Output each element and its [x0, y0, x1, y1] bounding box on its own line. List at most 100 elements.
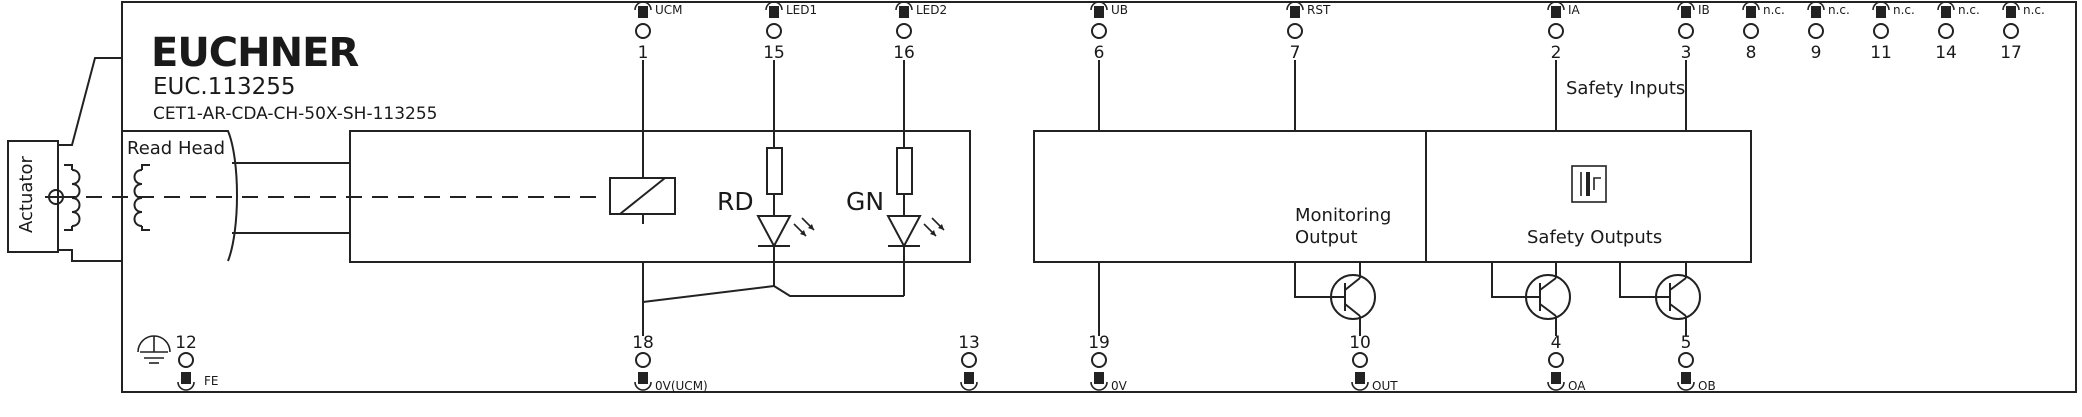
- switch-symbol-icon: [1571, 165, 1607, 203]
- pin-6[interactable]: UB 6: [1090, 1, 1128, 63]
- pin-15-number: 15: [763, 43, 785, 63]
- pin-1[interactable]: UCM 1: [634, 1, 683, 63]
- pin-17-signal: n.c.: [2023, 3, 2045, 17]
- pin-19[interactable]: 19 0V: [1088, 333, 1127, 393]
- connector-pin-icon: [765, 1, 783, 39]
- pin-3-number: 3: [1681, 43, 1692, 63]
- connector-pin-icon: [960, 352, 978, 391]
- pin-2[interactable]: IA 2: [1547, 1, 1581, 63]
- transistor-icon: [1491, 262, 1571, 336]
- pin-6-signal: UB: [1111, 3, 1128, 17]
- ground-icon: [137, 335, 171, 364]
- pin-5-signal: OB: [1698, 379, 1716, 393]
- pin-7[interactable]: RST 7: [1286, 1, 1331, 63]
- actuator: Actuator: [7, 57, 122, 262]
- pin-5[interactable]: 5 OB: [1677, 333, 1716, 393]
- relay-coil-icon: [609, 131, 676, 224]
- pin-11[interactable]: n.c. 11: [1870, 1, 1915, 63]
- pin-10-signal: OUT: [1372, 379, 1398, 393]
- pin-4[interactable]: 4 OA: [1547, 333, 1586, 393]
- connector-pin-icon: [1090, 352, 1108, 391]
- pin-16[interactable]: LED2 16: [893, 1, 947, 63]
- connector-pin-icon: [895, 1, 913, 39]
- pin-13[interactable]: 13: [958, 333, 980, 391]
- pin-12-signal: FE: [204, 374, 218, 388]
- connector-pin-icon: [1351, 352, 1369, 391]
- connector-pin-icon: [1090, 1, 1108, 39]
- actuator-label: Actuator: [16, 156, 37, 233]
- led-icon: [886, 215, 945, 249]
- connector-pin-icon: [634, 1, 652, 39]
- connector-pin-icon: [1742, 1, 1760, 39]
- safety-outputs-label: Safety Outputs: [1527, 227, 1662, 248]
- monitoring-output-label: Monitoring: [1295, 205, 1391, 226]
- pin-6-number: 6: [1094, 43, 1105, 63]
- pin-14-number: 14: [1935, 43, 1957, 63]
- top-pin-row: UCM 1 LED1 15 LED2 16: [634, 1, 2045, 63]
- pin-14[interactable]: n.c. 14: [1935, 1, 1980, 63]
- led-green-label: GN: [846, 187, 884, 216]
- pin-8[interactable]: n.c. 8: [1742, 1, 1785, 63]
- connector-pin-icon: [1807, 1, 1825, 39]
- pin-7-number: 7: [1290, 43, 1301, 63]
- model-number: EUC.113255: [153, 74, 296, 100]
- pin-16-number: 16: [893, 43, 915, 63]
- transistor-icon: [1294, 262, 1376, 336]
- pin-9-signal: n.c.: [1828, 3, 1850, 17]
- brand-logo: EUCHNER: [151, 30, 358, 76]
- pin-3[interactable]: IB 3: [1677, 1, 1710, 63]
- connector-pin-icon: [1677, 352, 1695, 391]
- common-wiring: [642, 60, 904, 336]
- pin-12-number: 12: [175, 333, 197, 353]
- pin-13-number: 13: [958, 333, 980, 353]
- pin-2-number: 2: [1551, 43, 1562, 63]
- connector-pin-icon: [1286, 1, 1304, 39]
- pin-17[interactable]: n.c. 17: [2000, 1, 2045, 63]
- pin-10-number: 10: [1349, 333, 1371, 353]
- pin-8-number: 8: [1746, 43, 1757, 63]
- resistor-icon: [766, 147, 783, 195]
- pin-10[interactable]: 10 OUT: [1349, 333, 1398, 393]
- pin-19-number: 19: [1088, 333, 1110, 353]
- pin-3-signal: IB: [1698, 3, 1710, 17]
- part-number: CET1-AR-CDA-CH-50X-SH-113255: [153, 104, 437, 124]
- read-head: Read Head: [122, 130, 350, 262]
- connector-pin-icon: [2002, 1, 2020, 39]
- pin-9-number: 9: [1811, 43, 1822, 63]
- connector-pin-icon: [634, 352, 652, 391]
- pin-4-signal: OA: [1568, 379, 1586, 393]
- pin-11-number: 11: [1870, 43, 1892, 63]
- connector-pin-icon: [1937, 1, 1955, 39]
- pin-9[interactable]: n.c. 9: [1807, 1, 1850, 63]
- pin-5-number: 5: [1681, 333, 1692, 353]
- evaluation-box: [349, 130, 971, 263]
- pin-11-signal: n.c.: [1893, 3, 1915, 17]
- pin-15-signal: LED1: [786, 3, 817, 17]
- bottom-pin-row: 12 FE 18 0V(UCM) 13: [175, 333, 1716, 393]
- led-red-label: RD: [717, 187, 754, 216]
- pin-12[interactable]: 12 FE: [175, 333, 218, 391]
- connector-pin-icon: [1547, 352, 1565, 391]
- pin-7-signal: RST: [1307, 3, 1331, 17]
- pin-14-signal: n.c.: [1958, 3, 1980, 17]
- transistor-icon: [1619, 262, 1701, 336]
- pin-18[interactable]: 18 0V(UCM): [632, 333, 708, 393]
- pin-18-signal: 0V(UCM): [655, 379, 708, 393]
- led-green: [886, 60, 945, 296]
- pin-2-signal: IA: [1568, 3, 1581, 17]
- pin-16-signal: LED2: [916, 3, 947, 17]
- led-red: [756, 60, 815, 286]
- pin-8-signal: n.c.: [1763, 3, 1785, 17]
- pin-4-number: 4: [1551, 333, 1562, 353]
- pin-18-number: 18: [632, 333, 654, 353]
- connector-pin-icon: [1872, 1, 1890, 39]
- read-head-label: Read Head: [127, 138, 225, 159]
- pin-15[interactable]: LED1 15: [763, 1, 817, 63]
- connector-pin-icon: [1547, 1, 1565, 39]
- resistor-icon: [896, 147, 913, 195]
- pin-17-number: 17: [2000, 43, 2022, 63]
- led-icon: [756, 215, 815, 249]
- connector-pin-icon: [177, 352, 195, 391]
- pin-19-signal: 0V: [1111, 379, 1128, 393]
